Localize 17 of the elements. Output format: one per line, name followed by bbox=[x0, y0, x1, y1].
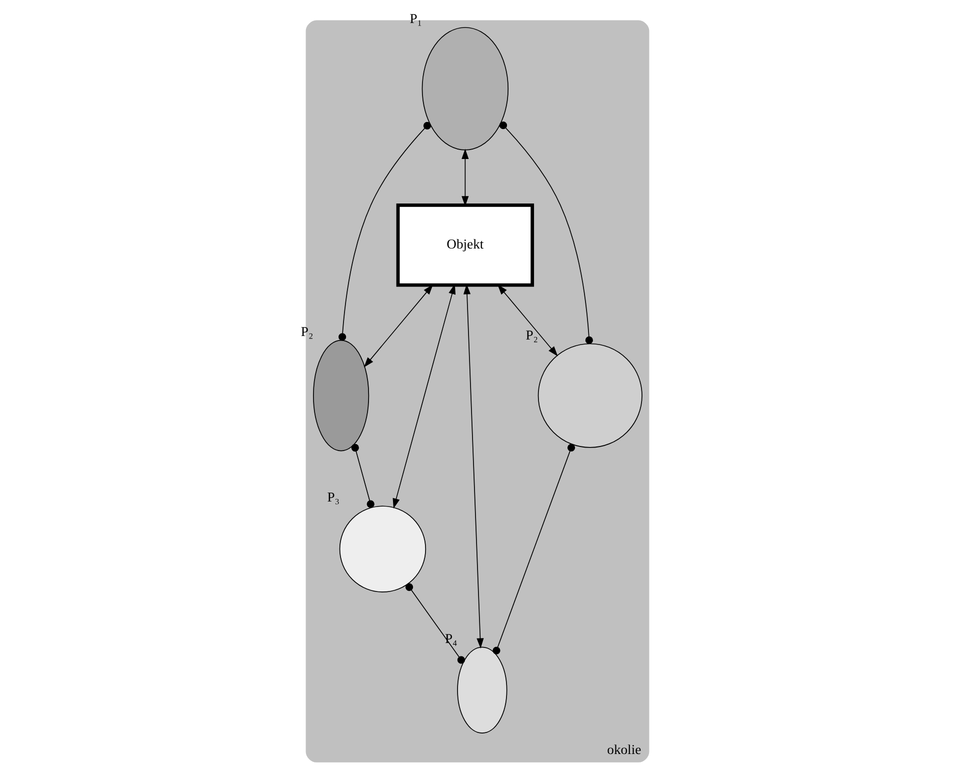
arrow bbox=[462, 284, 484, 648]
connector bbox=[492, 444, 575, 654]
node-label: P₂ bbox=[300, 324, 313, 339]
arrow bbox=[392, 284, 456, 509]
connector bbox=[498, 122, 592, 344]
node-label: P₄ bbox=[444, 630, 457, 646]
connector bbox=[338, 122, 431, 341]
arrow bbox=[363, 284, 433, 368]
node-label: P₁ bbox=[409, 11, 422, 26]
arrow bbox=[497, 284, 558, 356]
node-box: Objekt bbox=[396, 203, 534, 287]
arrow bbox=[461, 148, 468, 206]
connector bbox=[350, 444, 374, 508]
node-label: P₃ bbox=[326, 490, 340, 505]
node-label: P₂ bbox=[525, 327, 538, 342]
connector bbox=[404, 583, 465, 664]
node-circle bbox=[537, 343, 642, 448]
